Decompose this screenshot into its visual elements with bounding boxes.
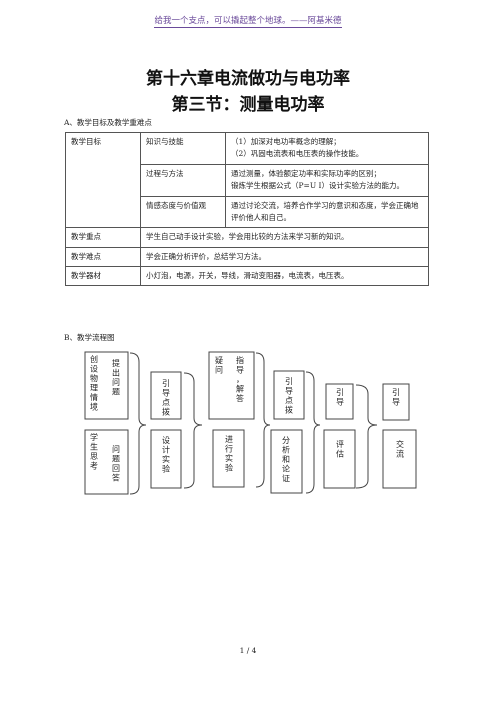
flow-brace-5 <box>355 384 378 489</box>
flow-box-evaluate <box>323 429 356 489</box>
b7-text: 引导点拨 <box>285 377 293 415</box>
knowledge-cell: （1）加深对电功率概念的理解； （2）巩固电流表和电压表的操作技能。 <box>225 132 429 165</box>
b4-text: 设计实验 <box>162 435 170 474</box>
flow-box-scenario <box>84 351 129 420</box>
header-quote-text: 给我一个支点，可以撬起整个地球。——阿基米德 <box>154 16 342 28</box>
b12-text: 交流 <box>396 439 404 459</box>
table-row: 教学目标 知识与技能 （1）加深对电功率概念的理解； （2）巩固电流表和电压表的… <box>65 131 429 229</box>
objectives-table: 教学目标 知识与技能 （1）加深对电功率概念的理解； （2）巩固电流表和电压表的… <box>65 131 429 287</box>
page-header-quote: 给我一个支点，可以撬起整个地球。——阿基米德 <box>0 14 496 28</box>
b5-col2-text: 指导，解答 <box>236 355 244 403</box>
flow-brace-4 <box>305 371 321 494</box>
b3-text: 引导点拨 <box>162 379 170 417</box>
section-title: 第三节：测量电功率 <box>171 95 325 115</box>
table-row: 过程与方法 通过测量，体验额定功率和实际功率的区别； 锻炼学生根据公式（P=U … <box>66 163 429 197</box>
b8-text: 分析和论证 <box>282 436 290 483</box>
flow-box-guide-2 <box>273 370 305 420</box>
flow-brace-2 <box>183 372 203 489</box>
flow-box-exchange <box>382 429 417 489</box>
b9-text: 引导 <box>336 388 344 407</box>
flow-box-guide-4 <box>382 383 410 421</box>
section-b-heading: B、教学流程图 <box>64 333 115 342</box>
b11-text: 引导 <box>392 388 400 407</box>
knowledge-item-1: （1）加深对电功率概念的理解； <box>231 137 341 146</box>
b6-text: 进行实验 <box>225 435 233 473</box>
knowledge-item-2: （2）巩固电流表和电压表的操作技能。 <box>231 149 364 159</box>
b5-col1-text: 疑问 <box>215 355 223 375</box>
flow-box-experiment <box>212 429 245 488</box>
knowledge-label: 知识与技能 <box>140 132 226 165</box>
flow-box-analyze <box>270 429 303 494</box>
process-cell: 通过测量，体验额定功率和实际功率的区别； 锻炼学生根据公式（P=U I）设计实验… <box>225 163 429 197</box>
section-a-heading: A、教学目标及教学重难点 <box>64 118 152 127</box>
flow-brace-1 <box>129 352 147 495</box>
chapter-title: 第十六章电流做功与电功率 <box>146 69 350 89</box>
process-item-1: 通过测量，体验额定功率和实际功率的区别； <box>231 168 381 178</box>
flow-box-design <box>150 429 182 489</box>
process-label: 过程与方法 <box>140 163 226 197</box>
table-row: 教学重点 学生自己动手设计实验，学会用比较的方法来学习新的知识。 <box>65 227 429 248</box>
equipment-label: 教学器材 <box>65 265 141 287</box>
flow-box-guide-1 <box>150 371 182 420</box>
table-row: 教学器材 小灯泡，电源，开关，导线，滑动变阻器，电流表，电压表。 <box>65 265 429 287</box>
b2-col1-text: 学生思考 <box>90 432 98 471</box>
page-number: 1 / 4 <box>239 646 257 655</box>
table-row: 教学难点 学会正确分析评价，总结学习方法。 <box>65 246 429 268</box>
flow-box-think <box>84 429 129 495</box>
b10-text: 评估 <box>336 440 344 459</box>
process-item-2: 锻炼学生根据公式（P=U I）设计实验方法的能力。 <box>231 181 404 191</box>
b1-col2-text: 提出问题 <box>112 358 120 397</box>
flow-box-guide-3 <box>325 383 354 420</box>
b2-col2-text: 问题回答 <box>112 445 120 483</box>
flow-box-question <box>208 351 255 420</box>
equipment-text: 小灯泡，电源，开关，导线，滑动变阻器，电流表，电压表。 <box>140 265 429 287</box>
b1-col1-text: 创设物理情境 <box>90 354 98 412</box>
flow-brace-3 <box>255 352 271 488</box>
